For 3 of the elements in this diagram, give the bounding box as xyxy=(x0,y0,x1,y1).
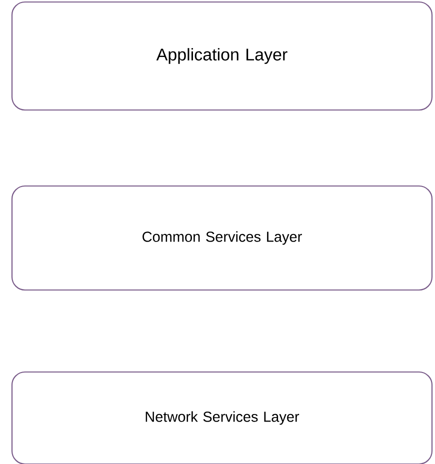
layer-box: Network Services Layer xyxy=(11,371,433,464)
layer-box: Common Services Layer xyxy=(11,185,433,291)
layer-box: Application Layer xyxy=(11,1,433,111)
